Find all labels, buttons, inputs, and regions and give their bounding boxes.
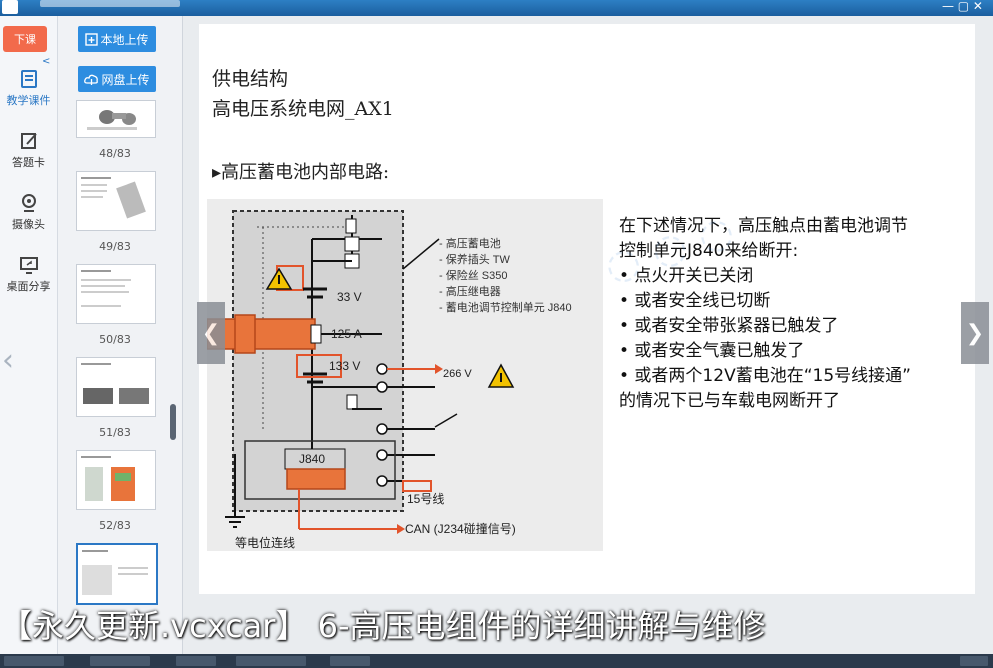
legend-item: - 高压蓄电池: [439, 236, 501, 250]
legend-item: - 保险丝 S350: [439, 268, 507, 282]
info-line: 控制单元J840来给断开:: [619, 241, 799, 261]
thumbnail-page-label: 50/83: [99, 333, 131, 346]
thumbnail-page-label: 51/83: [99, 426, 131, 439]
sidebar-item-answer-card[interactable]: 答题卡: [0, 130, 57, 170]
label-133v: 133 V: [329, 359, 360, 373]
collapse-caret-icon[interactable]: <: [42, 56, 51, 67]
upload-icon: [85, 32, 99, 46]
local-upload-button[interactable]: 本地上传: [78, 26, 156, 52]
end-class-button[interactable]: 下课: [3, 26, 47, 52]
sidebar-item-label: 桌面分享: [6, 280, 51, 293]
thumbnail-image: [87, 110, 137, 130]
info-line: • 或者安全线已切断: [619, 291, 771, 311]
chevron-left-icon[interactable]: ‹: [2, 343, 14, 378]
toolbar-button[interactable]: [236, 656, 306, 666]
label-33v: 33 V: [337, 290, 362, 304]
window-title-blurred: [40, 0, 180, 7]
window-controls[interactable]: — ▢ ✕: [941, 0, 983, 13]
thumbnail-image: [81, 270, 131, 307]
slide-thumbnail[interactable]: [76, 100, 156, 138]
legend-item: - 保养插头 TW: [439, 252, 510, 266]
label-can-signal: CAN (J234碰撞信号): [405, 521, 516, 536]
info-line: 的情况下已与车载电网断开了: [619, 391, 840, 411]
legend-item: - 高压继电器: [439, 284, 501, 298]
sidebar-item-label: 摄像头: [12, 218, 45, 231]
bottom-toolbar: [0, 654, 993, 668]
info-line: • 点火开关已关闭: [619, 266, 754, 286]
battery-circuit-diagram: 33 V 125 A 133 V 266 V J840 15号线 CAN (J2…: [207, 199, 603, 551]
thumbnail-image: [81, 177, 146, 219]
sidebar-item-camera[interactable]: 摄像头: [0, 192, 57, 232]
next-slide-button[interactable]: ❯: [961, 302, 989, 364]
slide-thumbnail-selected[interactable]: [76, 543, 158, 605]
thumbnail-scrollbar[interactable]: [170, 404, 176, 440]
slide-thumbnail[interactable]: [76, 264, 156, 324]
slide-thumbnail[interactable]: [76, 450, 156, 510]
slide-title: 供电结构: [212, 68, 289, 90]
info-line: • 或者两个12V蓄电池在“15号线接通”: [619, 366, 911, 386]
slide-thumbnail-panel: 本地上传 网盘上传 48/83 49/83 50/83: [58, 16, 183, 668]
thumbnail-page-label: 48/83: [99, 147, 131, 160]
answer-card-icon: [20, 133, 37, 149]
toolbar-button[interactable]: [330, 656, 370, 666]
slide-thumbnail[interactable]: [76, 171, 156, 231]
label-j840: J840: [299, 452, 325, 466]
previous-slide-button[interactable]: ❮: [197, 302, 225, 364]
info-line: 在下述情况下，高压触点由蓄电池调节: [619, 216, 908, 236]
label-125a: 125 A: [331, 327, 362, 341]
label-ground: 等电位连线: [235, 535, 295, 550]
current-slide: 供电结构 高电压系统电网_AX1 ▸高压蓄电池内部电路:: [199, 24, 975, 594]
thumbnail-image: [81, 456, 135, 501]
toolbar-button[interactable]: [90, 656, 150, 666]
label-terminal-15: 15号线: [407, 492, 444, 506]
video-caption-overlay: 【永久更新.vcxcar】 6-高压电组件的详细讲解与维修: [0, 607, 766, 645]
legend-item: - 蓄电池调节控制单元 J840: [439, 300, 572, 314]
slide-subtitle: 高电压系统电网_AX1: [212, 98, 394, 120]
thumbnail-page-label: 52/83: [99, 519, 131, 532]
sidebar-item-screen-share[interactable]: 桌面分享: [0, 254, 57, 294]
thumbnail-image: [82, 550, 148, 595]
disconnect-conditions-text: 在下述情况下，高压触点由蓄电池调节 控制单元J840来给断开: • 点火开关已关…: [619, 214, 975, 414]
window-titlebar: — ▢ ✕: [0, 0, 993, 16]
info-line: • 或者安全带张紧器已触发了: [619, 316, 839, 336]
label-266v: 266 V: [443, 368, 472, 380]
circuit-schematic: 33 V 125 A 133 V 266 V J840 15号线 CAN (J2…: [207, 210, 572, 550]
left-sidebar: 下课 < 教学课件 答题卡 摄像头 桌面分享 ‹: [0, 16, 58, 668]
sidebar-item-courseware[interactable]: 教学课件: [0, 68, 57, 108]
app-icon: [2, 0, 18, 14]
courseware-icon: [20, 70, 37, 88]
cloud-upload-button[interactable]: 网盘上传: [78, 66, 156, 92]
toolbar-button[interactable]: [960, 656, 988, 666]
slide-thumbnail[interactable]: [76, 357, 156, 417]
toolbar-button[interactable]: [4, 656, 64, 666]
cloud-upload-icon: [84, 74, 99, 85]
thumbnail-image: [81, 363, 149, 404]
sidebar-item-label: 教学课件: [6, 94, 51, 107]
chevron-right-icon: ❯: [965, 320, 985, 346]
camera-icon: [21, 194, 36, 212]
info-line: • 或者安全气囊已触发了: [619, 341, 805, 361]
slide-viewer: 供电结构 高电压系统电网_AX1 ▸高压蓄电池内部电路:: [183, 16, 993, 668]
chevron-left-icon: ❮: [201, 320, 221, 346]
toolbar-button[interactable]: [176, 656, 216, 666]
screen-share-icon: [19, 257, 38, 274]
sidebar-item-label: 答题卡: [12, 156, 45, 169]
cloud-upload-label: 网盘上传: [101, 72, 150, 87]
slide-section-heading: ▸高压蓄电池内部电路:: [212, 162, 390, 183]
local-upload-label: 本地上传: [100, 32, 149, 47]
thumbnail-page-label: 49/83: [99, 240, 131, 253]
